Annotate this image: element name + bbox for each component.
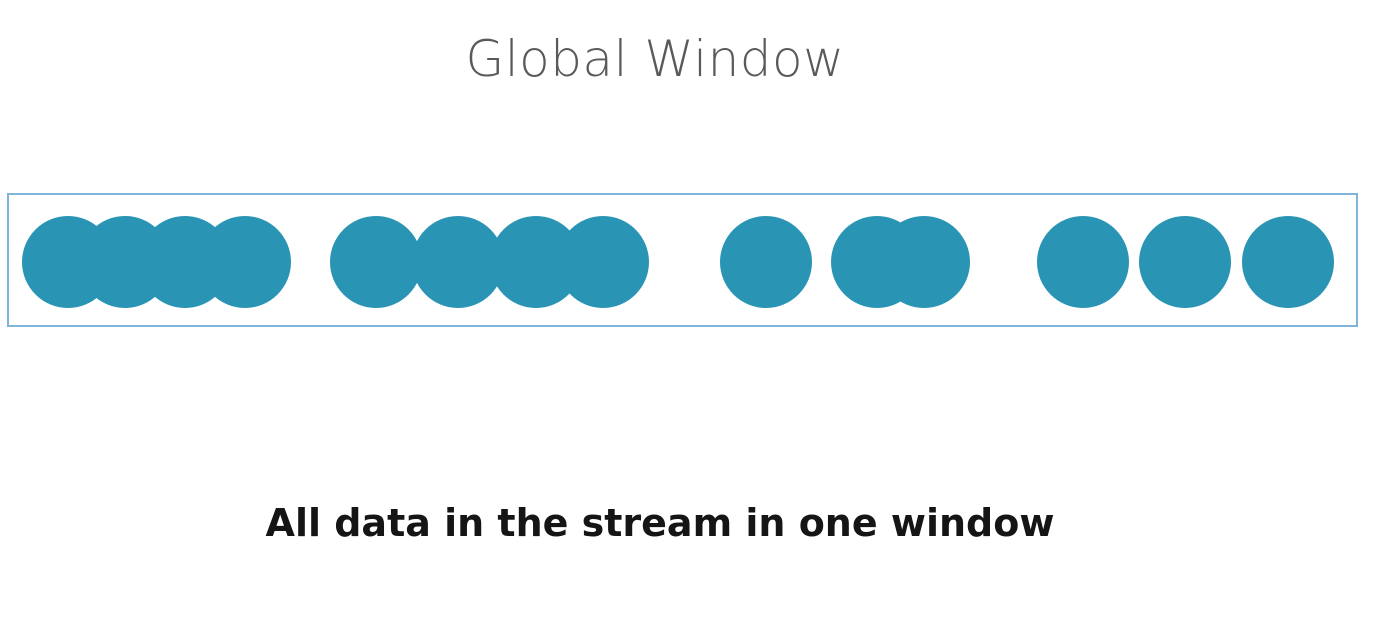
diagram-caption: All data in the stream in one window	[265, 501, 1055, 545]
event-dot	[557, 216, 649, 308]
event-dot	[330, 216, 422, 308]
event-dot	[1242, 216, 1334, 308]
event-dot	[720, 216, 812, 308]
event-dot	[490, 216, 582, 308]
event-dot	[1037, 216, 1129, 308]
event-dot	[878, 216, 970, 308]
diagram-title: Global Window	[465, 30, 845, 88]
global-window-box	[7, 193, 1358, 327]
event-dot	[1139, 216, 1231, 308]
event-dot	[199, 216, 291, 308]
event-dot	[412, 216, 504, 308]
